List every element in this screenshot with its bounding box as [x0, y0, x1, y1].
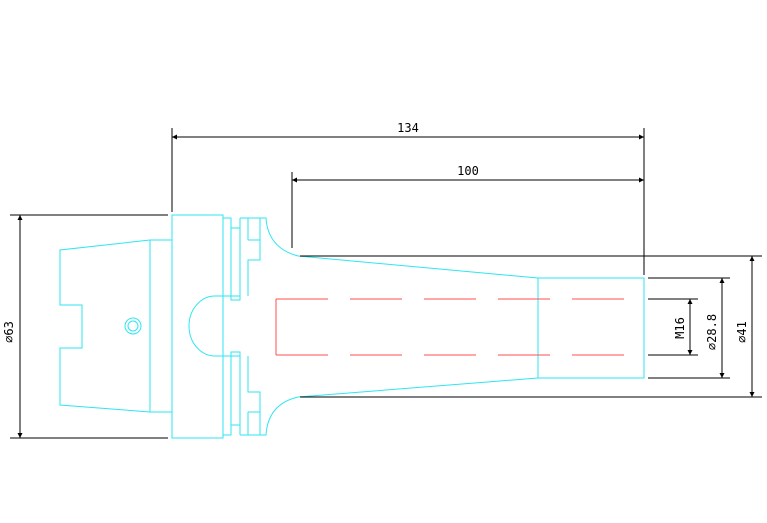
tool-holder-outline	[59, 214, 645, 439]
neck-top	[260, 217, 299, 257]
dim-shank-length: 100	[457, 164, 479, 178]
hub	[188, 295, 231, 357]
neck-bottom	[260, 396, 299, 436]
nose	[537, 277, 645, 379]
flange	[171, 214, 224, 439]
cone-top	[297, 255, 539, 279]
dim-bore-diameter: ⌀28.8	[705, 314, 719, 350]
taper-shank	[59, 239, 151, 413]
dim-shank-diameter: ⌀41	[735, 321, 749, 343]
groove-upper	[223, 217, 261, 301]
dim-overall-length: 134	[397, 121, 419, 135]
groove-lower	[223, 351, 261, 436]
bore-hidden-lines	[275, 298, 644, 356]
dim-flange-diameter: ⌀63	[2, 321, 16, 343]
dimension-lines	[10, 128, 762, 439]
dim-thread: M16	[673, 317, 687, 339]
cone-bottom	[297, 377, 539, 398]
drive-hole	[124, 317, 142, 335]
